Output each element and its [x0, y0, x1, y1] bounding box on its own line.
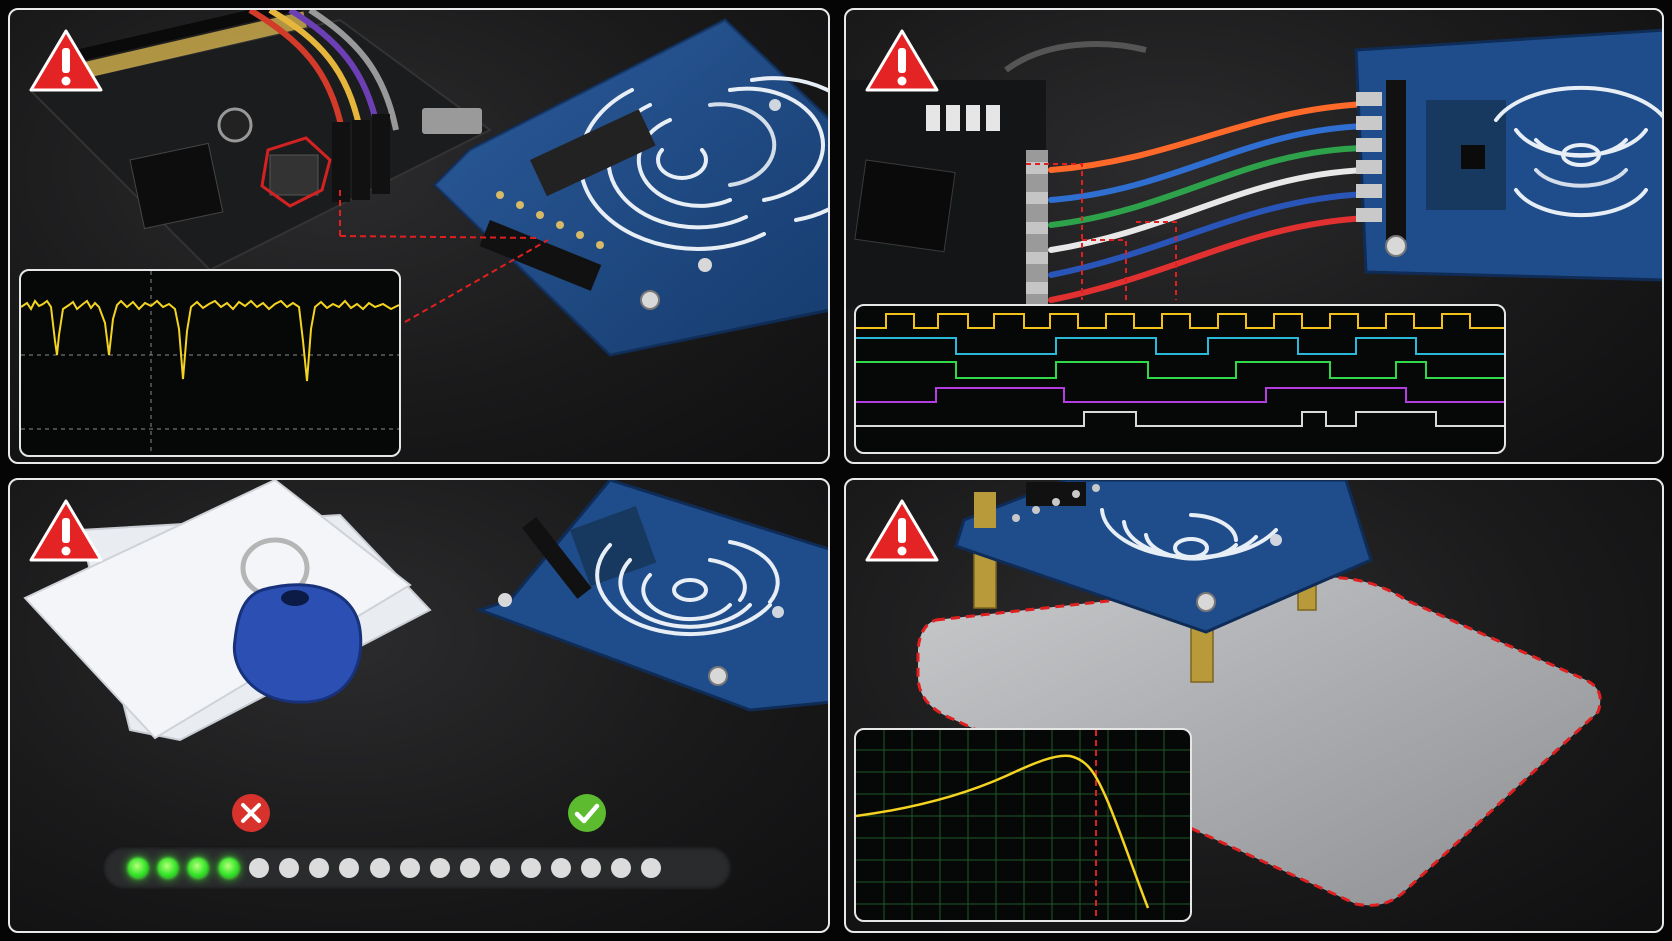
panel-tag-read-range	[8, 478, 830, 933]
resonance-curve-inset	[854, 728, 1192, 922]
warning-icon	[865, 499, 939, 562]
meter-led-off	[430, 858, 450, 878]
meter-led-off	[581, 858, 601, 878]
meter-led-off	[460, 858, 481, 878]
meter-led-off	[339, 858, 360, 878]
meter-led-on	[188, 858, 209, 878]
meter-led-off	[399, 858, 420, 878]
warning-icon	[865, 29, 939, 92]
meter-led-off	[550, 858, 571, 878]
panel-spi-wiring	[844, 8, 1664, 464]
meter-led-off	[248, 858, 269, 878]
spi-timing-waveforms	[856, 313, 1504, 427]
panel-oscilloscope-noise	[8, 8, 830, 464]
meter-led-off	[611, 858, 632, 878]
meter-led-off	[279, 858, 299, 878]
meter-led-off	[309, 858, 330, 878]
check-icon	[568, 794, 606, 832]
meter-led-on	[158, 858, 179, 878]
x-icon	[232, 794, 270, 832]
noise-waveform	[21, 271, 399, 455]
esp32-rc522-photo	[28, 10, 828, 357]
meter-led-off	[490, 858, 511, 878]
warning-icon	[29, 499, 103, 562]
logic-analyzer-inset	[854, 304, 1506, 454]
meter-led-on	[128, 858, 148, 878]
rc522-wiring-photo	[846, 28, 1662, 310]
rc522-over-metal-photo	[916, 480, 1602, 907]
read-range-meter	[102, 846, 732, 890]
meter-led-on	[218, 858, 239, 878]
oscilloscope-inset	[19, 269, 401, 457]
cards-keyfob-photo	[23, 480, 828, 742]
detuned-resonance-curve	[856, 730, 1190, 920]
meter-led-off	[369, 858, 390, 878]
meter-led-off	[520, 858, 541, 878]
meter-led-off	[641, 858, 662, 878]
panel-metal-interference	[844, 478, 1664, 933]
warning-icon	[29, 29, 103, 92]
